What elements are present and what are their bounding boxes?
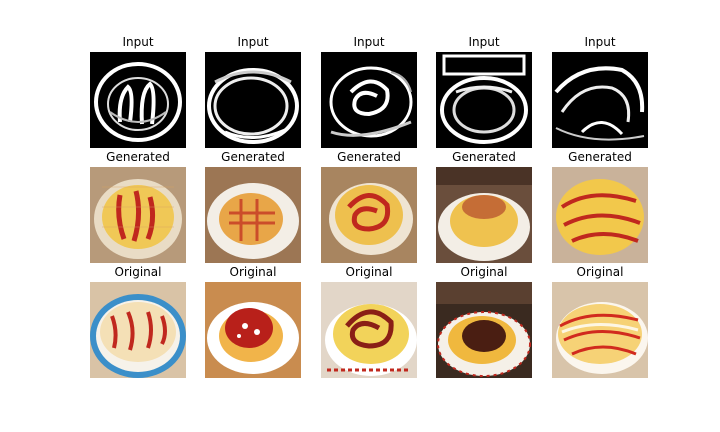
generated-image [90,167,186,263]
cell-title: Generated [221,150,285,164]
input-edge-image [436,52,532,148]
original-photo [90,282,186,378]
generated-image [205,167,301,263]
input-edge-image [205,52,301,148]
input-edge-image [552,52,648,148]
cell-title: Input [468,35,500,49]
generated-image [321,167,417,263]
generated-image [436,167,532,263]
cell-title: Input [353,35,385,49]
input-edge-image [90,52,186,148]
cell-title: Original [229,265,277,279]
cell-title: Original [460,265,508,279]
original-photo [552,282,648,378]
cell-title: Input [584,35,616,49]
cell-title: Original [114,265,162,279]
cell-title: Generated [337,150,401,164]
cell-title: Generated [568,150,632,164]
cell-title: Original [345,265,393,279]
original-photo [436,282,532,378]
cell-title: Input [122,35,154,49]
original-photo [321,282,417,378]
cell-title: Generated [106,150,170,164]
generated-image [552,167,648,263]
input-edge-image [321,52,417,148]
cell-title: Generated [452,150,516,164]
cell-title: Input [237,35,269,49]
original-photo [205,282,301,378]
cell-title: Original [576,265,624,279]
